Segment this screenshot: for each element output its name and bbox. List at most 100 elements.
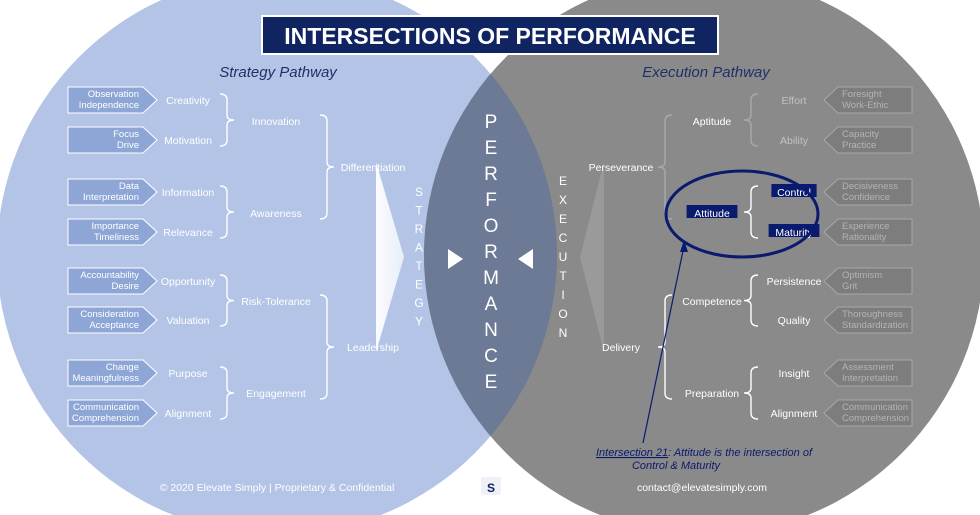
execution-level1-label: Ability	[780, 135, 809, 147]
svg-text:A: A	[415, 241, 423, 255]
strategy-tag-line2: Timeliness	[94, 232, 139, 243]
execution-tag-line2: Standardization	[842, 320, 908, 331]
execution-tag-line2: Rationality	[842, 232, 887, 243]
execution-tag-line1: Assessment	[842, 362, 894, 373]
strategy-level1-label: Relevance	[163, 227, 213, 239]
execution-heading: Execution Pathway	[642, 64, 771, 81]
title-box	[261, 15, 719, 55]
strategy-level1-label: Motivation	[164, 135, 212, 147]
annotation-body: : Attitude is the intersection of	[668, 447, 813, 459]
strategy-level1-label: Information	[162, 187, 215, 199]
strategy-level2-label: Awareness	[250, 208, 302, 220]
center-arrow-right	[448, 249, 463, 269]
annotation-pointer-line	[642, 245, 685, 444]
svg-text:X: X	[559, 193, 567, 207]
strategy-arrow-triangle	[376, 162, 404, 352]
svg-text:E: E	[559, 212, 567, 226]
strategy-level1-label: Alignment	[165, 408, 212, 420]
execution-tag-line2: Comprehension	[842, 413, 909, 424]
annotation-pointer-head	[680, 240, 688, 252]
strategy-tag-line1: Communication	[73, 402, 139, 413]
strategy-level2-label: Risk-Tolerance	[241, 296, 311, 308]
svg-text:R: R	[415, 222, 424, 236]
execution-tag-line1: Capacity	[842, 129, 879, 140]
execution-tag-line1: Communication	[842, 402, 908, 413]
execution-brace-level1	[743, 366, 759, 420]
execution-level1-highlight	[768, 224, 820, 237]
strategy-tag-line1: Accountability	[80, 270, 139, 281]
strategy-brace-level2	[319, 114, 335, 220]
strategy-tag-line2: Interpretation	[83, 192, 139, 203]
strategy-brace-level1	[219, 274, 235, 327]
svg-text:O: O	[484, 216, 499, 237]
svg-text:M: M	[483, 268, 499, 289]
execution-level1-label: Effort	[782, 95, 807, 107]
svg-text:E: E	[415, 278, 423, 292]
strategy-tag-line1: Observation	[88, 89, 139, 100]
strategy-tag-line1: Consideration	[80, 309, 139, 320]
strategy-tag-line2: Comprehension	[72, 413, 139, 424]
strategy-brace-level1	[219, 93, 235, 147]
execution-level2-label: Preparation	[685, 388, 739, 400]
execution-tag-arrow	[823, 86, 913, 114]
execution-level1-label: Persistence	[767, 276, 822, 288]
execution-tag-line1: Decisiveness	[842, 181, 898, 192]
execution-tag-line2: Grit	[842, 281, 858, 292]
annotation-line2: Control & Maturity	[632, 460, 722, 472]
svg-text:N: N	[484, 320, 498, 341]
strategy-tag-line2: Desire	[112, 281, 139, 292]
strategy-level3-label: Leadership	[347, 342, 399, 354]
strategy-tag-line2: Meaningfulness	[72, 373, 139, 384]
svg-text:I: I	[561, 288, 564, 302]
execution-tag-line2: Confidence	[842, 192, 890, 203]
svg-text:O: O	[558, 307, 567, 321]
svg-text:C: C	[484, 346, 498, 367]
svg-text:A: A	[485, 294, 498, 315]
diagram-content: ObservationIndependenceFocusDriveDataInt…	[67, 86, 913, 472]
execution-tag-arrow	[823, 359, 913, 387]
strategy-level1-label: Purpose	[168, 368, 207, 380]
execution-brace-level1	[743, 185, 759, 239]
strategy-tag-line2: Independence	[79, 100, 139, 111]
svg-text:S: S	[415, 185, 423, 199]
strategy-level2-label: Innovation	[252, 116, 301, 128]
elevate-simply-logo: S	[481, 477, 501, 495]
execution-level2-highlight	[686, 205, 738, 218]
strategy-tag-line1: Importance	[91, 221, 139, 232]
svg-text:T: T	[559, 269, 567, 283]
center-arrow-left	[518, 249, 533, 269]
execution-arrow-triangle	[580, 162, 604, 352]
execution-brace-level1	[743, 93, 759, 147]
strategy-level1-label: Creativity	[166, 95, 211, 107]
annotation-text: Intersection 21: Attitude is the interse…	[596, 447, 813, 459]
annotation-label: Intersection 21	[596, 447, 668, 459]
performance-vertical-text: PERFORMANCE	[483, 112, 499, 393]
execution-level2-label: Aptitude	[693, 116, 732, 128]
execution-brace-level2	[657, 294, 673, 400]
svg-text:F: F	[485, 190, 497, 211]
execution-level1-label: Alignment	[771, 408, 818, 420]
strategy-tag-arrow	[67, 359, 158, 387]
execution-tag-line1: Foresight	[842, 89, 882, 100]
execution-tag-line2: Practice	[842, 140, 876, 151]
svg-text:E: E	[559, 174, 567, 188]
footer-contact: contact@elevatesimply.com	[637, 482, 767, 494]
svg-text:C: C	[559, 231, 568, 245]
svg-text:Y: Y	[415, 315, 423, 329]
strategy-level1-label: Valuation	[166, 315, 209, 327]
strategy-level1-label: Opportunity	[161, 276, 216, 288]
execution-tag-line1: Optimism	[842, 270, 882, 281]
strategy-level2-label: Engagement	[246, 388, 306, 400]
execution-tag-arrow	[823, 126, 913, 154]
strategy-tag-line2: Drive	[117, 140, 139, 151]
svg-text:N: N	[559, 326, 568, 340]
strategy-tag-arrow	[67, 126, 158, 154]
strategy-tag-arrow	[67, 86, 158, 114]
footer-copyright: © 2020 Elevate Simply | Proprietary & Co…	[160, 482, 395, 494]
execution-level3-label: Delivery	[602, 342, 641, 354]
execution-level1-label: Control	[777, 187, 811, 199]
execution-tag-arrow	[823, 306, 913, 334]
